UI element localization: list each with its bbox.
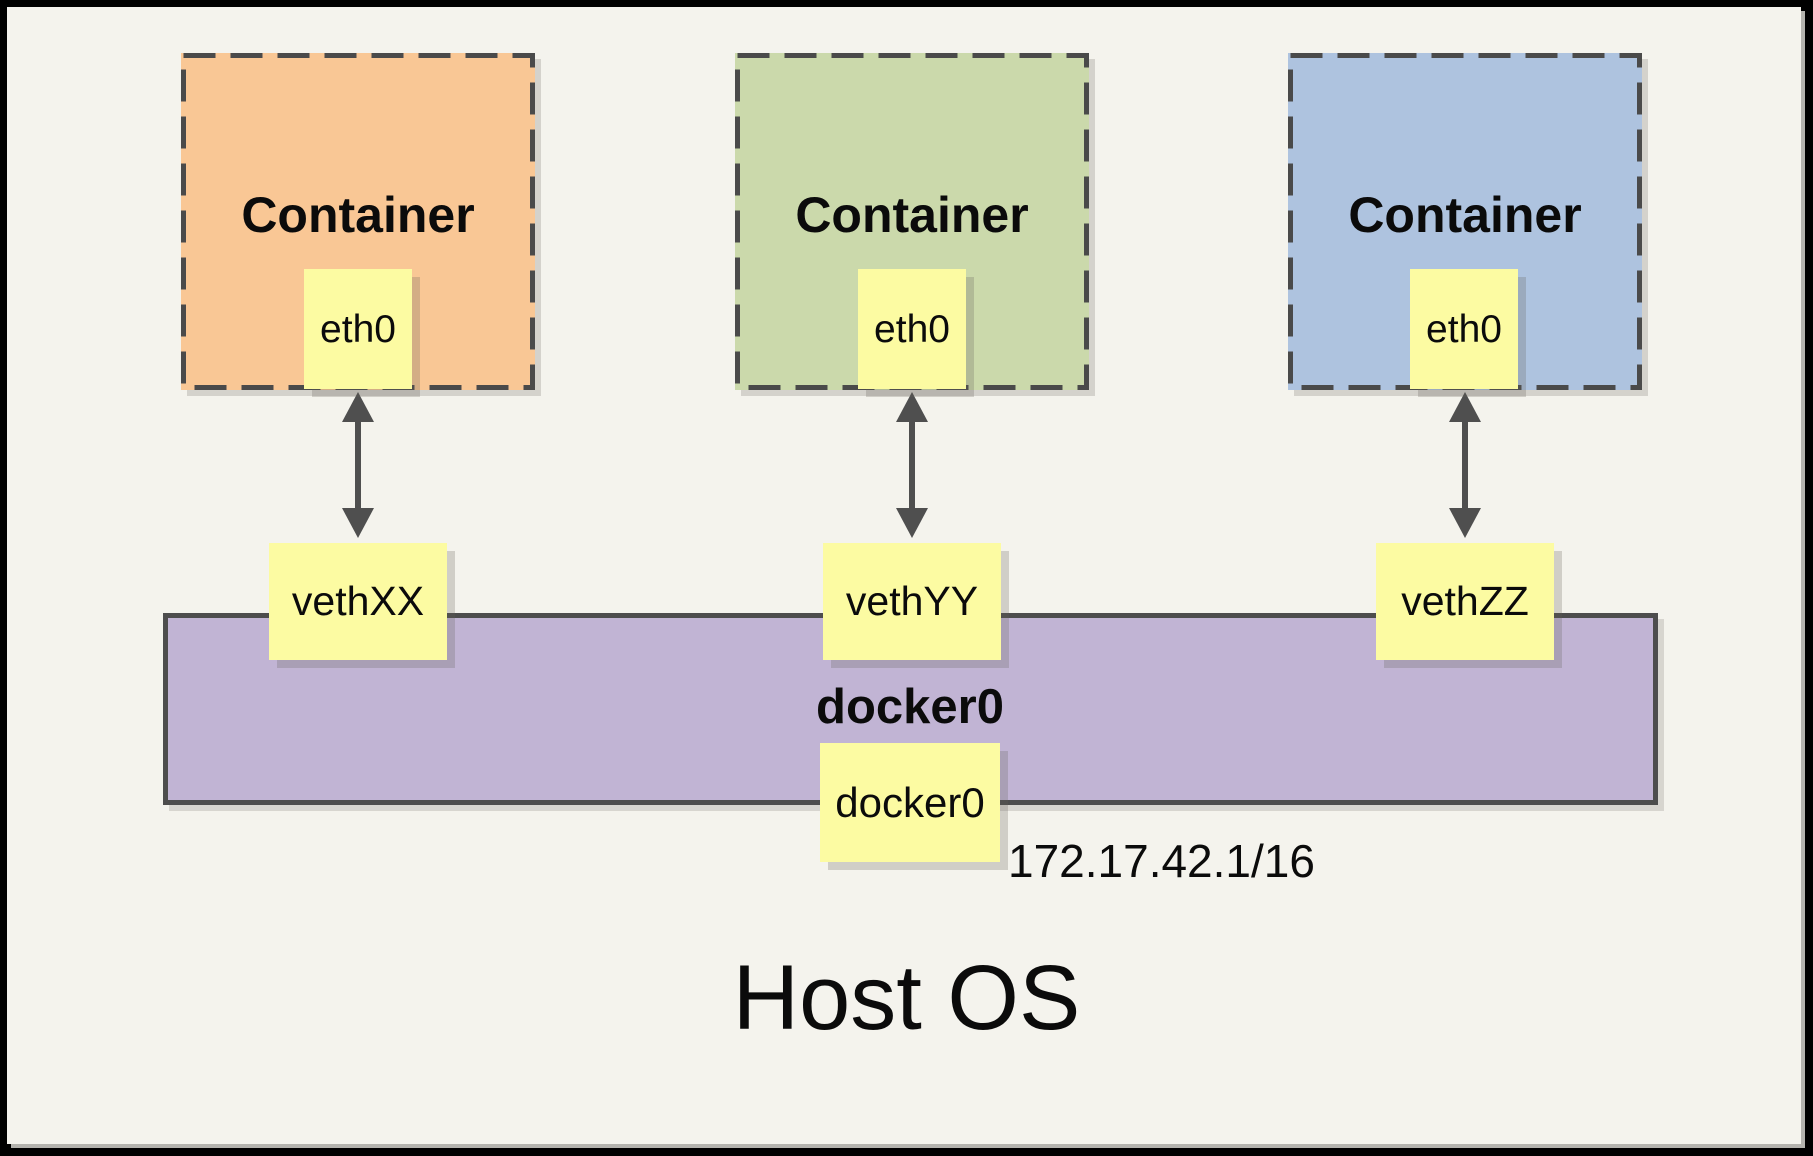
veth-interface-chip: vethYY — [823, 543, 1001, 660]
bidirectional-arrow-icon — [896, 392, 928, 538]
container-title: Container — [1348, 187, 1582, 243]
host-os-title: Host OS — [732, 947, 1081, 1049]
eth0-interface-chip: eth0 — [304, 269, 412, 389]
veth-interface-chip: vethZZ — [1376, 543, 1554, 660]
veth-interface-chip: vethXX — [269, 543, 447, 660]
container-title: Container — [795, 187, 1029, 243]
bidirectional-arrow-icon — [1449, 392, 1481, 538]
docker0-bridge-label: docker0 — [816, 680, 1004, 734]
eth0-interface-chip: eth0 — [1410, 269, 1518, 389]
eth0-interface-chip: eth0 — [858, 269, 966, 389]
bridge-ip-address: 172.17.42.1/16 — [1008, 835, 1315, 887]
bidirectional-arrow-icon — [342, 392, 374, 538]
container-title: Container — [241, 187, 475, 243]
docker0-interface-chip: docker0 — [820, 743, 1000, 862]
